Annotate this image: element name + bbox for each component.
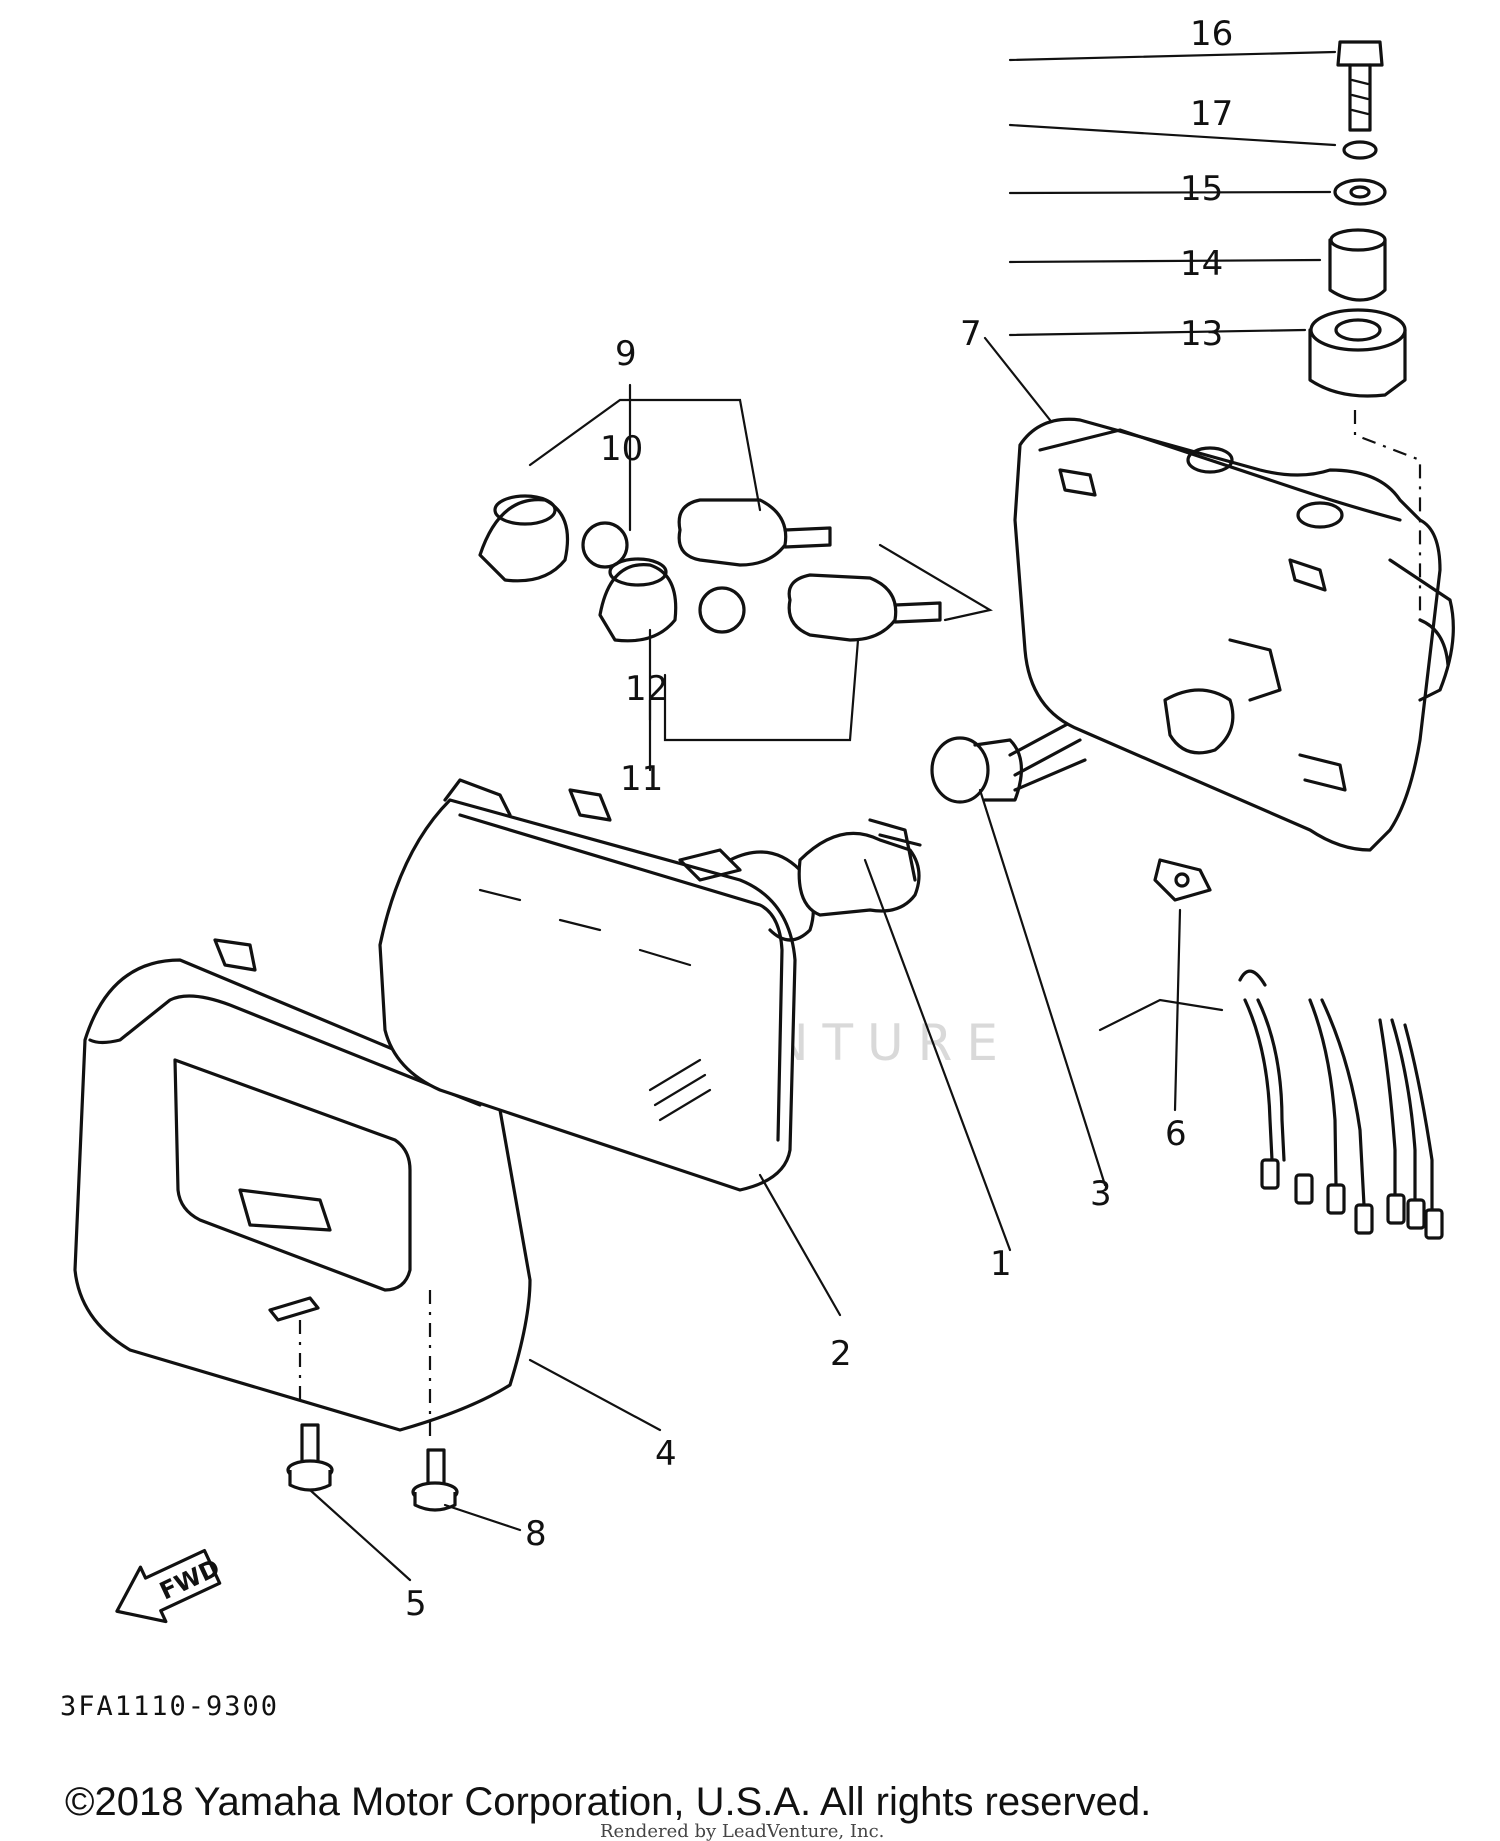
callout-15: 15 [1180,169,1223,209]
callout-13-main: 13 [1180,314,1223,354]
callout-11: 11 [620,759,663,799]
wire-harness [1238,969,1444,1240]
part-2-headlight-unit [378,778,815,1192]
part-6-clip-nut [1153,858,1212,902]
callout-16: 16 [1190,14,1233,54]
callout-17: 17 [1190,94,1233,134]
parts-13-17-mounting-hardware [1308,40,1422,620]
fwd-direction-arrow: FWD [115,1548,224,1624]
callout-labels: 1 2 3 4 5 6 7 8 9 10 11 12 13 13 13 13 [405,14,1233,1624]
callout-5: 5 [405,1584,427,1624]
copyright-notice: ©2018 Yamaha Motor Corporation, U.S.A. A… [65,1780,1151,1824]
callout-10: 10 [600,429,643,469]
part-8-screw [411,1448,459,1512]
callout-6: 6 [1165,1114,1187,1154]
leader-lines [308,50,1337,1582]
callout-1: 1 [990,1244,1012,1284]
callout-12: 12 [625,669,668,709]
rendered-by-notice: Rendered by LeadVenture, Inc. [600,1821,884,1841]
callout-14: 14 [1180,244,1223,284]
callout-9: 9 [615,334,637,374]
callout-4: 4 [655,1434,677,1474]
callout-3: 3 [1090,1174,1112,1214]
part-code: 3FA1110-9300 [60,1691,279,1722]
callout-2: 2 [830,1334,852,1374]
part-3-socket [930,718,1087,804]
callout-8: 8 [525,1514,547,1554]
callout-7: 7 [960,314,982,354]
parts-9-12-position-lamp [478,383,993,772]
part-5-screw [286,1423,334,1492]
part-7-headlight-case [1013,417,1455,852]
part-1-bulb [797,818,922,917]
